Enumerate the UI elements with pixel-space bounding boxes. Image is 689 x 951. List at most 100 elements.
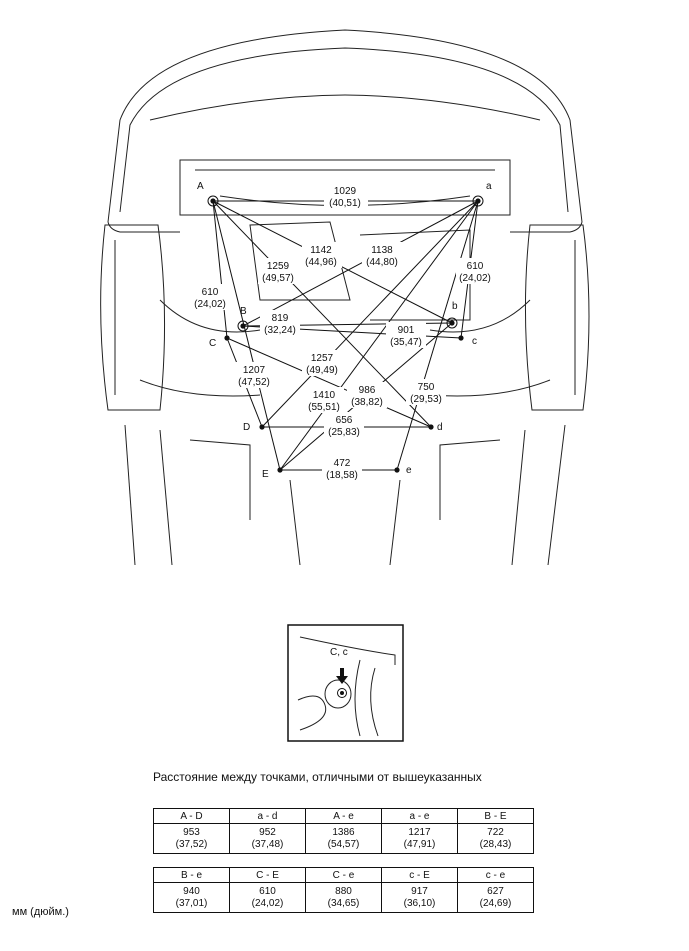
vehicle-outline [100,29,590,566]
cell-mm: 722 [487,826,504,838]
cell-inch: (47,91) [403,838,436,850]
point-label-D: D [243,422,250,433]
reference-point [458,335,464,341]
dim-inch: (25,83) [328,427,360,438]
dim-mm: 1257 [311,353,334,364]
cell-mm: 953 [183,826,200,838]
cell-inch: (34,65) [327,897,360,909]
reference-point-ring [237,320,249,332]
reference-point [259,424,265,430]
table-header: B - e [153,867,230,883]
table-cell: 1386(54,57) [305,823,382,854]
dim-mm: 1410 [313,390,336,401]
cell-mm: 1386 [332,826,355,838]
table-header: A - D [153,808,230,824]
dim-mm: 1259 [267,261,290,272]
cell-mm: 880 [335,885,352,897]
dim-inch: (47,52) [238,377,270,388]
table-cell: 952(37,48) [229,823,306,854]
dim-inch: (55,51) [308,402,340,413]
arrow-down-icon [336,668,348,684]
dim-inch: (44,80) [366,257,398,268]
dim-mm: 610 [202,287,219,298]
dim-inch: (24,02) [194,299,226,310]
reference-point [224,335,230,341]
cell-mm: 917 [411,885,428,897]
table-cell: 880(34,65) [305,882,382,913]
dim-mm: 656 [336,415,353,426]
dim-mm: 610 [467,261,484,272]
cell-inch: (37,48) [251,838,284,850]
units-label: мм (дюйм.) [12,906,69,918]
cell-mm: 952 [259,826,276,838]
measurement-line [261,200,479,428]
reference-point-ring [446,317,458,329]
measurement-line [242,200,479,327]
measurement-line [212,200,281,471]
cell-inch: (37,52) [175,838,208,850]
reference-point [210,198,216,204]
dim-mm: 1029 [334,186,357,197]
point-label-a: a [486,181,492,192]
point-label-E: E [262,469,269,480]
dim-inch: (32,24) [264,325,296,336]
cell-inch: (28,43) [479,838,512,850]
table-header: a - d [229,808,306,824]
table-header: A - e [305,808,382,824]
dim-mm: 750 [418,382,435,393]
dim-mm: 1142 [310,245,332,256]
reference-point [428,424,434,430]
dim-inch: (18,58) [326,470,358,481]
cell-mm: 627 [487,885,504,897]
dim-inch: (24,02) [459,273,491,284]
reference-point [277,467,283,473]
measurement-line [226,337,432,428]
inset-label: C, c [330,647,348,658]
table-header: c - E [381,867,458,883]
cell-inch: (24,02) [251,897,284,909]
dim-mm: 1138 [371,245,393,256]
table-cell: 610(24,02) [229,882,306,913]
measurement-line [212,200,228,339]
table-cell: 917(36,10) [381,882,458,913]
distance-table-1: A - D a - d A - e a - e B - E 953(37,52)… [153,808,534,854]
distance-table-2: B - e C - E C - e c - E c - e 940(37,01)… [153,867,534,913]
dim-inch: (40,51) [329,198,361,209]
cell-inch: (37,01) [175,897,208,909]
reference-point [449,320,455,326]
table-cell: 940(37,01) [153,882,230,913]
table-header: B - E [457,808,534,824]
dim-inch: (35,47) [390,337,422,348]
dim-inch: (44,96) [305,257,337,268]
dim-mm: 986 [359,385,376,396]
dim-inch: (38,82) [351,397,383,408]
point-label-e: e [406,465,412,476]
table-header: c - e [457,867,534,883]
table-cell: 953(37,52) [153,823,230,854]
dim-inch: (49,57) [262,273,294,284]
table-cell: 722(28,43) [457,823,534,854]
table-header: a - e [381,808,458,824]
point-label-d: d [437,422,443,433]
dim-mm: 472 [334,458,351,469]
point-label-C: C [209,338,216,349]
detail-inset: C, c [287,624,404,742]
reference-point-ring [207,195,219,207]
dimension-labels: 1029 (40,51) 1142 (44,96) 1138 (44,80) 1… [192,183,494,481]
reference-point [394,467,400,473]
dim-mm: 819 [272,313,289,324]
cell-inch: (36,10) [403,897,436,909]
caption: Расстояние между точками, отличными от в… [153,770,482,784]
point-label-B: B [240,306,247,317]
measurement-line [279,200,479,471]
reference-point [475,198,481,204]
point-label-b: b [452,301,458,312]
measurement-line [396,200,479,471]
point-label-A: A [197,181,204,192]
cell-mm: 1217 [408,826,431,838]
dim-inch: (29,53) [410,394,442,405]
table-header: C - e [305,867,382,883]
reference-point [240,323,246,329]
point-label-c: c [472,336,477,347]
